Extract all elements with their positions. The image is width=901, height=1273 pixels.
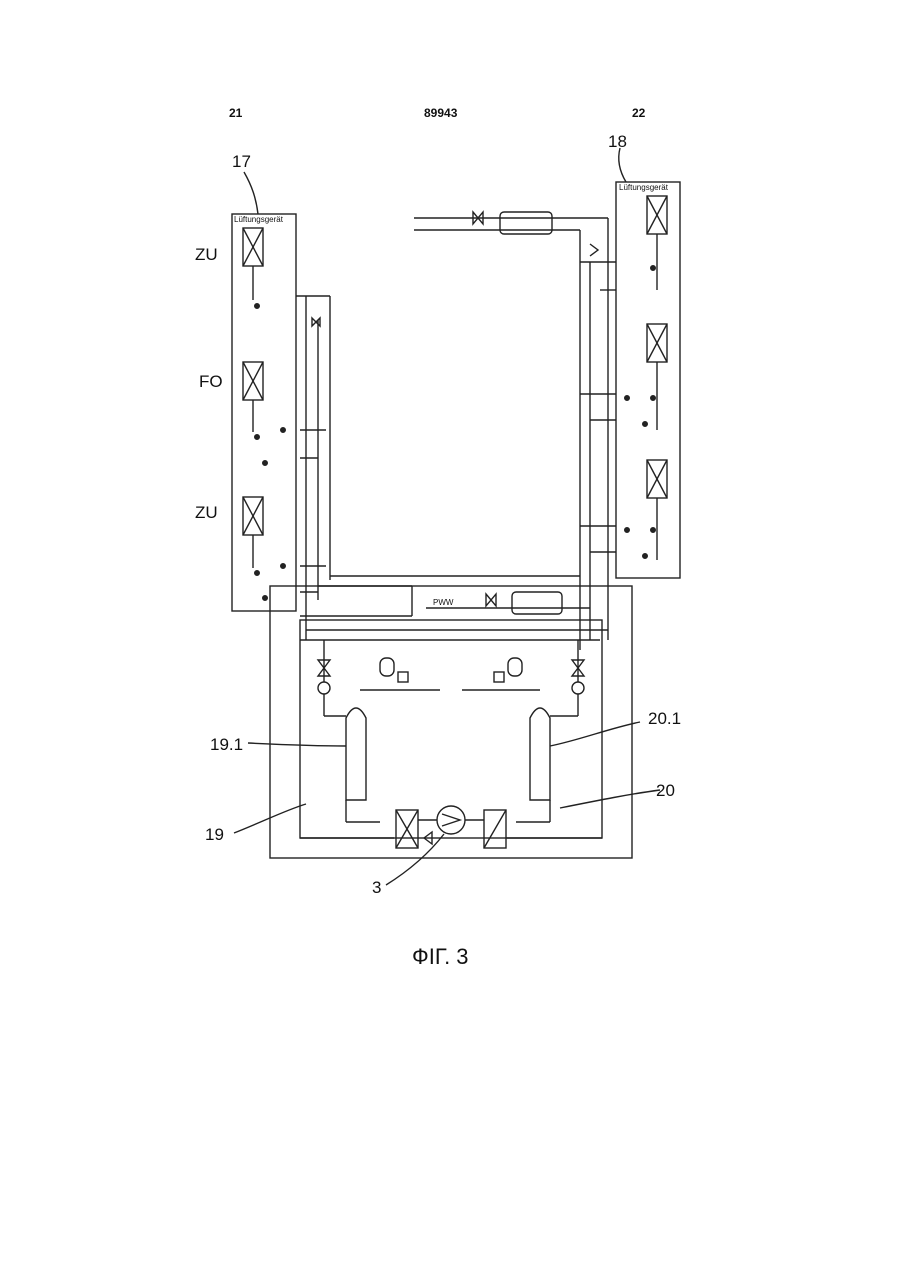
label-17: 17 — [232, 152, 251, 171]
leader-19-1 — [248, 743, 346, 746]
label-18: 18 — [608, 132, 627, 151]
buffer-tank-right — [530, 708, 550, 800]
figure-caption: ФIГ. 3 — [412, 944, 469, 970]
label-device-right: Lüftungsgerät — [619, 183, 669, 192]
label-zu-bottom: ZU — [195, 503, 218, 522]
coil-middle-right — [647, 324, 667, 362]
ventilation-unit-left — [232, 214, 296, 611]
label-19-1: 19.1 — [210, 735, 243, 754]
buffer-tank-left — [346, 708, 366, 800]
ventilation-unit-right — [616, 182, 680, 578]
label-device-left: Lüftungsgerät — [234, 215, 284, 224]
heat-exchanger-right — [484, 810, 506, 848]
leader-17 — [244, 172, 258, 214]
label-19: 19 — [205, 825, 224, 844]
leader-18 — [619, 148, 626, 182]
coil-bottom-right — [647, 460, 667, 498]
coil-zu-bottom-left — [243, 497, 263, 535]
leader-20-1 — [550, 722, 640, 746]
leader-20 — [560, 790, 660, 808]
coil-zu-top-left — [243, 228, 263, 266]
label-3: 3 — [372, 878, 381, 897]
label-fo: FO — [199, 372, 223, 391]
label-pww: PWW — [433, 598, 454, 607]
heat-exchanger-left — [396, 810, 418, 848]
label-zu-top: ZU — [195, 245, 218, 264]
label-20: 20 — [656, 781, 675, 800]
coil-top-right — [647, 196, 667, 234]
heat-meter-pww — [512, 592, 562, 614]
label-20-1: 20.1 — [648, 709, 681, 728]
coil-fo-left — [243, 362, 263, 400]
